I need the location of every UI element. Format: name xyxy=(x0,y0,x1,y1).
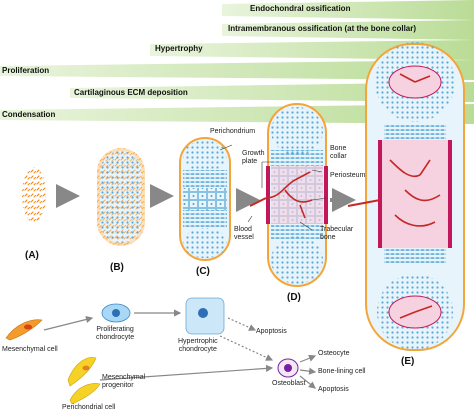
label-apoptosis-hypertrophic: Apoptosis xyxy=(256,328,287,335)
mesenchymal-cell-nucleus xyxy=(24,324,32,330)
annotation-blood-vessel: Blood vessel xyxy=(234,226,254,242)
banner-text-condensation: Condensation xyxy=(2,110,56,119)
banner-text-proliferation: Proliferation xyxy=(2,66,50,75)
label-osteocyte: Osteocyte xyxy=(318,350,350,357)
banner-endochondral xyxy=(222,0,474,20)
mesenchymal-cell-shape xyxy=(5,319,43,341)
label-proliferating-chondrocyte: Proliferating chondrocyte xyxy=(96,326,135,342)
annotation-bone-collar: Bone collar xyxy=(330,145,347,161)
stage-label-a: (A) xyxy=(25,250,39,261)
stage-label-d: (D) xyxy=(287,292,301,303)
annotation-growth-plate: Growth plate xyxy=(242,150,265,166)
banner-text-ecm: Cartilaginous ECM deposition xyxy=(74,88,188,97)
label-perichondrial-cell: Perichondrial cell xyxy=(62,404,116,411)
label-hypertrophic-chondrocyte: Hypertrophic chondrocyte xyxy=(178,338,218,354)
banners xyxy=(0,0,474,124)
banner-text-intramembranous: Intramembranous ossification (at the bon… xyxy=(228,24,417,33)
stage-b-cartilage-anlage xyxy=(97,148,145,246)
label-mesenchymal-cell: Mesenchymal cell xyxy=(2,346,58,353)
mesenchymal-progenitor-shape xyxy=(67,357,97,387)
label-mesenchymal-progenitor: Mesenchymal progenitor xyxy=(102,374,146,390)
lineage-cells xyxy=(5,297,299,405)
lineage-arrows xyxy=(43,309,317,389)
stage-d-primary-ossification xyxy=(249,103,328,287)
banner-proliferation xyxy=(0,60,474,80)
banner-intramembranous xyxy=(222,20,474,40)
label-osteoblast: Osteoblast xyxy=(272,380,306,387)
annotation-leaders xyxy=(219,144,327,231)
label-bone-lining-cell: Bone-lining cell xyxy=(318,368,366,375)
label-apoptosis-osteoblast: Apoptosis xyxy=(318,386,349,393)
banner-text-endochondral: Endochondral ossification xyxy=(250,4,351,13)
stage-label-e: (E) xyxy=(401,356,415,367)
stage-c-growth-plate xyxy=(179,137,231,261)
stage-label-b: (B) xyxy=(110,262,124,273)
stage-label-c: (C) xyxy=(196,266,210,277)
annotation-trabecular-bone: Trabecular bone xyxy=(320,226,354,242)
stage-a-condensation xyxy=(22,167,46,223)
annotation-periosteum: Periosteum xyxy=(330,172,366,179)
banner-condensation xyxy=(0,104,474,124)
annotation-perichondrium: Perichondrium xyxy=(210,128,256,135)
perichondrial-cell-shape xyxy=(69,383,101,405)
banner-text-hypertrophy: Hypertrophy xyxy=(155,44,203,53)
stage-e-secondary-ossification xyxy=(347,42,465,351)
